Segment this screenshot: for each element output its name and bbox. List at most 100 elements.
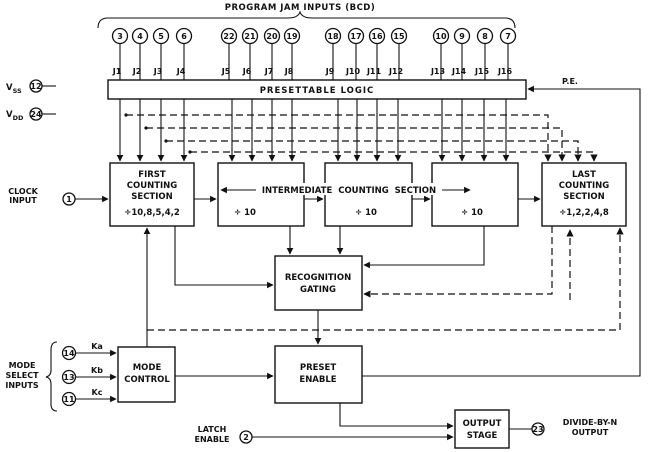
first-section-line3: SECTION (131, 192, 172, 202)
jam-pin-number: 17 (350, 32, 361, 41)
jam-pin-number: 7 (505, 32, 511, 41)
output-label-2: OUTPUT (572, 428, 609, 437)
mode-select-line1: MODE (9, 361, 36, 370)
clock-pin-number: 1 (66, 195, 72, 204)
div10-label-a: ÷ 10 (234, 208, 256, 218)
last-section-line3: SECTION (563, 192, 604, 202)
jam-pin-circle (152, 27, 170, 45)
wire-divc-to-recognition (363, 226, 485, 269)
jam-pin-circle (241, 27, 259, 45)
dashed-line-junction (164, 139, 168, 143)
jam-pin-circle (324, 27, 342, 45)
jam-pin-number: 9 (459, 32, 465, 41)
jam-pins-group: 3J14J25J36J422J521J620J719J818J917J1016J… (111, 27, 517, 80)
mode-pin-circle (61, 391, 77, 407)
first-section-line2: COUNTING (127, 181, 178, 191)
jam-pin-label: J7 (264, 67, 274, 76)
dashed-last-to-recognition (363, 226, 553, 298)
jam-pin-circle (347, 27, 365, 45)
jam-pin-label: J12 (388, 67, 403, 76)
clock-input-label-1: CLOCK (8, 187, 38, 196)
jam-pin-circle (283, 27, 301, 45)
recognition-line2: GATING (300, 285, 336, 295)
dashed-line-junction (124, 113, 128, 117)
jam-pin-number: 21 (244, 32, 256, 41)
dashed-preset-line-1 (146, 127, 566, 162)
mode-select-brace (45, 341, 58, 412)
output-stage-line2: STAGE (467, 431, 498, 441)
last-section-line4: ÷1,2,2,4,8 (559, 208, 609, 218)
presettable-logic-box (107, 79, 527, 100)
first-section-line4: ÷10,8,5,4,2 (124, 208, 180, 218)
jam-pin-number: 15 (393, 32, 405, 41)
mode-control-box (117, 346, 176, 403)
div10-label-b: ÷ 10 (355, 208, 377, 218)
pe-feedback-wire (362, 85, 641, 377)
jam-pin-label: J2 (132, 67, 142, 76)
mode-pin-label: Ka (91, 342, 103, 351)
dashed-preset-line-2 (166, 140, 582, 162)
jam-pin-circle (476, 27, 494, 45)
jam-pin-circle (453, 27, 471, 45)
jam-pin-label: J9 (325, 67, 335, 76)
jam-pin-number: 22 (223, 32, 234, 41)
output-label-1: DIVIDE-BY-N (563, 418, 618, 427)
jam-pin-label: J14 (451, 67, 467, 76)
jam-pin-number: 8 (482, 32, 488, 41)
output-stage-line1: OUTPUT (463, 419, 502, 429)
output-pin-circle (531, 422, 545, 436)
jam-pin-circle (263, 27, 281, 45)
first-counting-section-box (109, 162, 195, 227)
preset-arrows-group (116, 99, 510, 162)
jam-pin-circle (368, 27, 386, 45)
mode-pin-number: 11 (63, 395, 75, 404)
diagram-title: PROGRAM JAM INPUTS (BCD) (225, 3, 376, 13)
mode-control-to-last (147, 227, 624, 331)
vdd-pin-number: 24 (30, 110, 42, 119)
jam-pin-circle (111, 27, 129, 45)
vss-supply: VSS 12 (6, 79, 56, 95)
mode-pin-ka: 14 Ka (61, 342, 117, 361)
jam-pin-label: J13 (430, 67, 445, 76)
jam-pin-number: 20 (266, 32, 278, 41)
dashed-preset-line-0 (126, 114, 552, 162)
jam-pin-circle (220, 27, 238, 45)
jam-pin-label: J8 (284, 67, 294, 76)
latch-label-1: LATCH (198, 425, 227, 434)
jam-pin-circle (499, 27, 517, 45)
jam-pin-number: 5 (158, 32, 164, 41)
latch-label-2: ENABLE (194, 435, 229, 444)
jam-pin-circle (390, 27, 408, 45)
clock-input-label-2: INPUT (9, 196, 37, 205)
div10-label-c: ÷ 10 (461, 208, 483, 218)
dashed-line-junction (188, 150, 192, 154)
mode-control-line1: MODE (133, 363, 162, 373)
jam-pin-number: 6 (181, 32, 187, 41)
jam-pin-label: J6 (242, 67, 252, 76)
jam-pin-number: 10 (435, 32, 447, 41)
jam-pin-circle (175, 27, 193, 45)
mode-select-line3: INPUTS (5, 381, 38, 390)
jam-pin-number: 3 (117, 32, 123, 41)
jam-pin-number: 4 (137, 32, 143, 41)
jam-pin-label: J1 (112, 67, 122, 76)
div10-box-c (431, 162, 519, 227)
output-pin-number: 23 (532, 425, 543, 434)
dashed-line-junction (144, 126, 148, 130)
mode-control-line2: CONTROL (124, 375, 170, 385)
preset-enable-box (274, 345, 363, 404)
jam-pin-number: 16 (371, 32, 383, 41)
mode-pin-number: 14 (63, 349, 75, 358)
